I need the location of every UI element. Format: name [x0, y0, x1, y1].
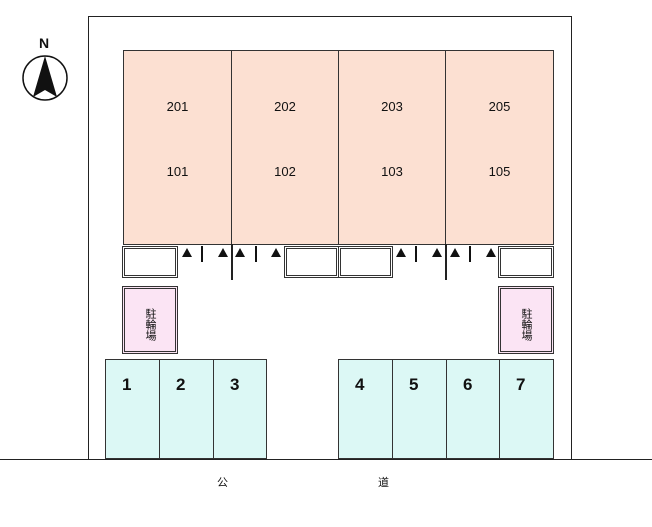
bicycle-parking-label: 駐輪場: [144, 307, 156, 341]
parking-space-3: 3: [213, 359, 267, 459]
entrance-marker-icon: [218, 248, 228, 257]
unit-lower-number: 102: [274, 164, 296, 179]
meter-box: [122, 246, 178, 278]
unit-upper-number: 202: [274, 99, 296, 114]
entrance-tick: [255, 246, 257, 262]
unit-lower-number: 105: [488, 164, 511, 179]
unit-4: 205 105: [445, 50, 554, 245]
parking-space-number: 5: [409, 375, 419, 394]
north-arrow-icon: [22, 55, 68, 101]
parking-space-1: 1: [105, 359, 160, 459]
unit-divider-line: [231, 244, 233, 280]
parking-space-number: 2: [176, 375, 186, 394]
unit-lower-number: 101: [166, 164, 189, 179]
parking-space-6: 6: [446, 359, 500, 459]
entrance-marker-icon: [182, 248, 192, 257]
entrance-marker-icon: [396, 248, 406, 257]
parking-space-7: 7: [499, 359, 554, 459]
unit-2: 202 102: [231, 50, 339, 245]
unit-divider-line: [445, 244, 447, 280]
parking-space-number: 4: [355, 375, 365, 394]
parking-space-number: 7: [516, 375, 526, 394]
parking-space-number: 6: [463, 375, 473, 394]
meter-box: [284, 246, 339, 278]
entrance-marker-icon: [486, 248, 496, 257]
road-edge-line: [0, 459, 652, 460]
parking-space-number: 1: [122, 375, 132, 394]
entrance-marker-icon: [271, 248, 281, 257]
entrance-marker-icon: [432, 248, 442, 257]
entrance-tick: [201, 246, 203, 262]
compass-north-letter: N: [38, 35, 50, 51]
road-label-char: 道: [378, 477, 389, 489]
entrance-marker-icon: [450, 248, 460, 257]
unit-upper-number: 201: [166, 99, 189, 114]
entrance-tick: [469, 246, 471, 262]
entrance-marker-icon: [235, 248, 245, 257]
unit-1: 201 101: [123, 50, 232, 245]
bicycle-parking-right: 駐輪場: [498, 286, 554, 354]
entrance-tick: [415, 246, 417, 262]
meter-box: [498, 246, 554, 278]
meter-box: [338, 246, 393, 278]
parking-space-number: 3: [230, 375, 240, 394]
unit-3: 203 103: [338, 50, 446, 245]
road-label-char: 公: [217, 477, 228, 489]
parking-space-5: 5: [392, 359, 447, 459]
unit-upper-number: 205: [488, 99, 511, 114]
parking-space-4: 4: [338, 359, 393, 459]
unit-lower-number: 103: [381, 164, 403, 179]
unit-upper-number: 203: [381, 99, 403, 114]
bicycle-parking-left: 駐輪場: [122, 286, 178, 354]
bicycle-parking-label: 駐輪場: [520, 307, 532, 341]
parking-space-2: 2: [159, 359, 214, 459]
